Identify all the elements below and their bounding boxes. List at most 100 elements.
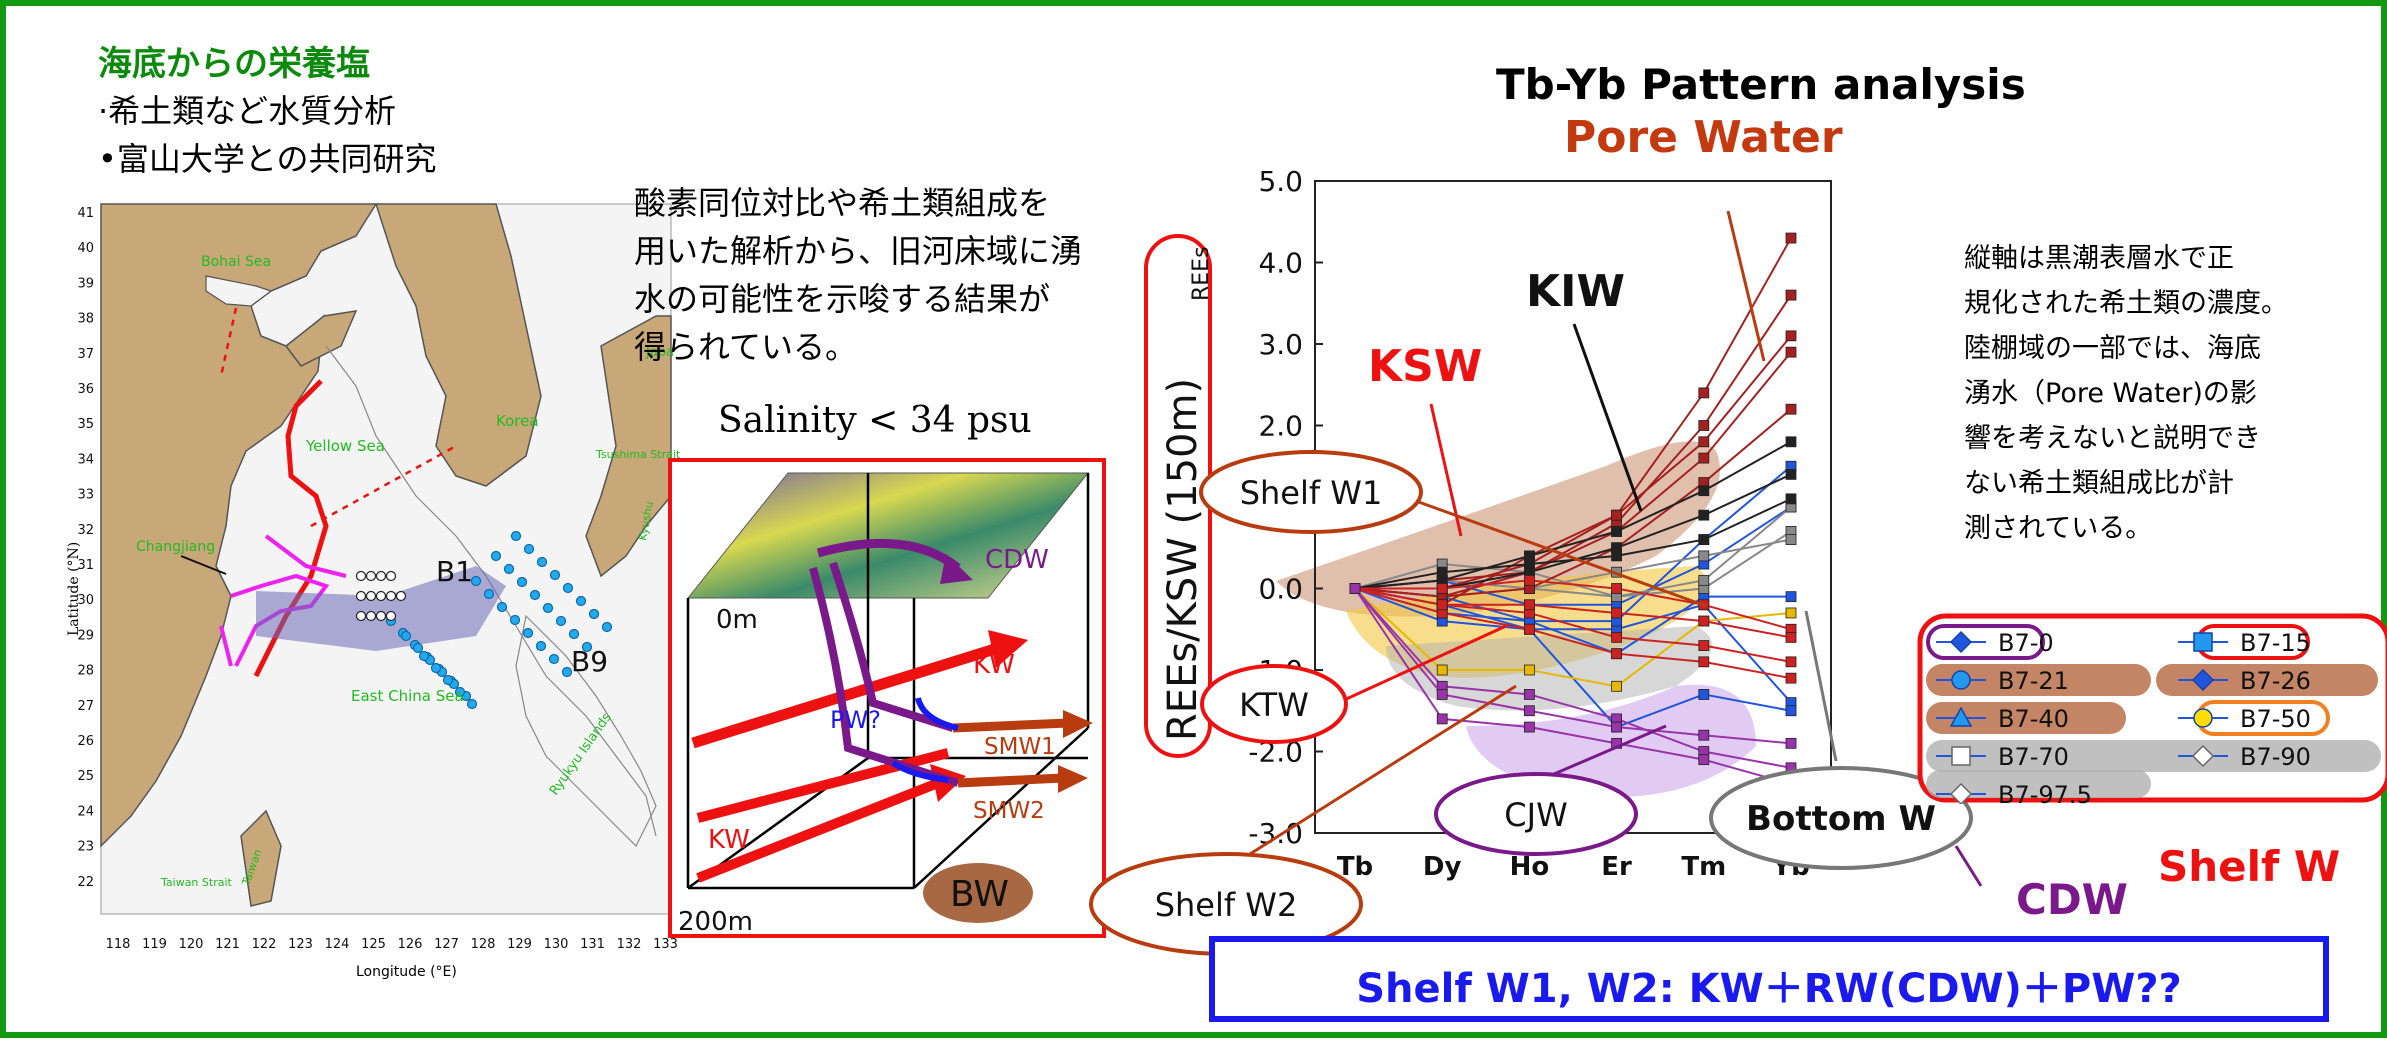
- lon-tick: 133: [653, 937, 678, 952]
- legend-shade-brown-1: [1926, 664, 2151, 696]
- y-axis-label-sub: REEs: [1189, 246, 1214, 301]
- station-dot: [355, 570, 367, 582]
- station-dot: [365, 570, 377, 582]
- lon-tick: 130: [544, 937, 569, 952]
- lat-tick: 39: [77, 276, 94, 291]
- data-point: [1436, 689, 1448, 700]
- legend-shade-brown-3: [1926, 702, 2126, 734]
- data-point: [1698, 689, 1710, 700]
- legend-label: B7-70: [1998, 743, 2069, 771]
- smw1-arrowhead: [1063, 710, 1093, 738]
- data-point: [1436, 713, 1448, 725]
- station-dot: [535, 640, 547, 652]
- callout-shelf-w1: Shelf W1: [1240, 474, 1383, 512]
- data-point: [1785, 534, 1797, 546]
- data-point: [1611, 509, 1623, 521]
- station-dot: [385, 590, 397, 602]
- station-dot: [375, 570, 387, 582]
- station-b9: B9: [571, 645, 608, 678]
- note-line-7: 測されている。: [1964, 513, 2153, 544]
- data-point: [1698, 485, 1710, 497]
- lon-tick: 120: [179, 937, 204, 952]
- station-dot: [549, 569, 561, 581]
- data-point: [1523, 689, 1535, 700]
- data-point: [1349, 583, 1361, 594]
- lon-tick: 132: [617, 937, 642, 952]
- changjiang-arrow: [180, 555, 227, 575]
- lat-tick: 36: [77, 382, 94, 397]
- lon-tick: 119: [142, 937, 167, 952]
- lon-tick: 122: [252, 937, 277, 952]
- station-dot: [562, 582, 574, 594]
- chart-callouts: Shelf W1 KTW CJW Bottom W Shelf W2 KSW K…: [1089, 210, 2340, 956]
- data-point: [1785, 346, 1797, 358]
- summary-text: Shelf W1, W2: KW＋RW(CDW)＋PW??: [1356, 966, 2182, 1012]
- lat-tick: 29: [77, 628, 94, 643]
- kw-upper-arrowhead: [988, 630, 1028, 668]
- pore-pointer: [1726, 210, 1766, 362]
- data-point: [1523, 623, 1535, 635]
- data-point: [1611, 721, 1623, 733]
- ktw-pointer: [1330, 624, 1507, 708]
- label-taiwan-strait: Taiwan Strait: [160, 876, 233, 889]
- lat-tick: 38: [77, 312, 94, 327]
- station-dot: [542, 602, 554, 614]
- data-point: [1785, 289, 1797, 301]
- station-dot: [588, 608, 600, 620]
- data-point: [1785, 436, 1797, 448]
- y-tick: 5.0: [1258, 166, 1303, 198]
- korea-divide: [310, 444, 457, 528]
- station-dot: [496, 601, 508, 613]
- data-point: [1611, 583, 1623, 594]
- lon-tick: 124: [325, 937, 350, 952]
- lat-tick: 22: [77, 875, 94, 890]
- station-dot: [412, 642, 424, 654]
- callout-cjw: CJW: [1504, 796, 1567, 834]
- lon-tick: 131: [580, 937, 605, 952]
- heading-nutrients: 海底からの栄養塩: [98, 44, 370, 84]
- station-dot: [510, 530, 522, 542]
- x-tick: Dy: [1423, 852, 1462, 882]
- legend-shade-gray-1: [1926, 740, 2381, 772]
- station-dots: [355, 530, 613, 710]
- label-bohai: Bohai Sea: [201, 254, 271, 270]
- cdw-down-arrow-1: [829, 561, 955, 732]
- data-point: [1785, 403, 1797, 415]
- bottomw-pointer: [1804, 610, 1838, 762]
- cdw-arrowhead: [940, 554, 973, 584]
- data-point: [1698, 729, 1710, 741]
- legend-marker: [1951, 746, 1971, 766]
- lat-tick: 35: [77, 417, 94, 432]
- lat-tick: 34: [77, 452, 94, 467]
- lon-tick: 129: [507, 937, 532, 952]
- lon-tick: 127: [434, 937, 459, 952]
- data-point: [1436, 664, 1448, 676]
- data-point: [1785, 468, 1797, 480]
- land-bohai-coast: [205, 275, 273, 307]
- y-tick: -3.0: [1248, 817, 1303, 850]
- kw-upper-arrow: [691, 642, 1000, 749]
- legend-label: B7-15: [2240, 629, 2311, 657]
- station-dot: [442, 674, 454, 686]
- station-dot: [509, 614, 521, 626]
- smw1-arrow: [952, 718, 1069, 733]
- note-line-5: 響を考えないと説明でき: [1964, 423, 2261, 454]
- lat-tick: 31: [77, 558, 94, 573]
- bottom-w-oval: [1709, 766, 1973, 870]
- station-dot: [522, 627, 534, 639]
- analysis-text-2: 用いた解析から、旧河床域に湧: [634, 232, 1083, 270]
- sampling-area: [256, 566, 506, 651]
- legend-marker: [2191, 668, 2215, 692]
- data-point: [1785, 672, 1797, 684]
- station-dot: [355, 610, 367, 622]
- land-taiwan: [240, 809, 282, 907]
- data-point: [1698, 615, 1710, 627]
- lat-tick: 37: [77, 347, 94, 362]
- depth-0m: 0m: [716, 605, 758, 635]
- station-dot: [365, 590, 377, 602]
- y-tick: 3.0: [1258, 328, 1303, 361]
- data-point: [1436, 583, 1448, 594]
- label-kw-upper: KW: [973, 650, 1015, 680]
- legend-marker: [1949, 782, 1973, 804]
- callout-shelf-w2: Shelf W2: [1155, 886, 1298, 924]
